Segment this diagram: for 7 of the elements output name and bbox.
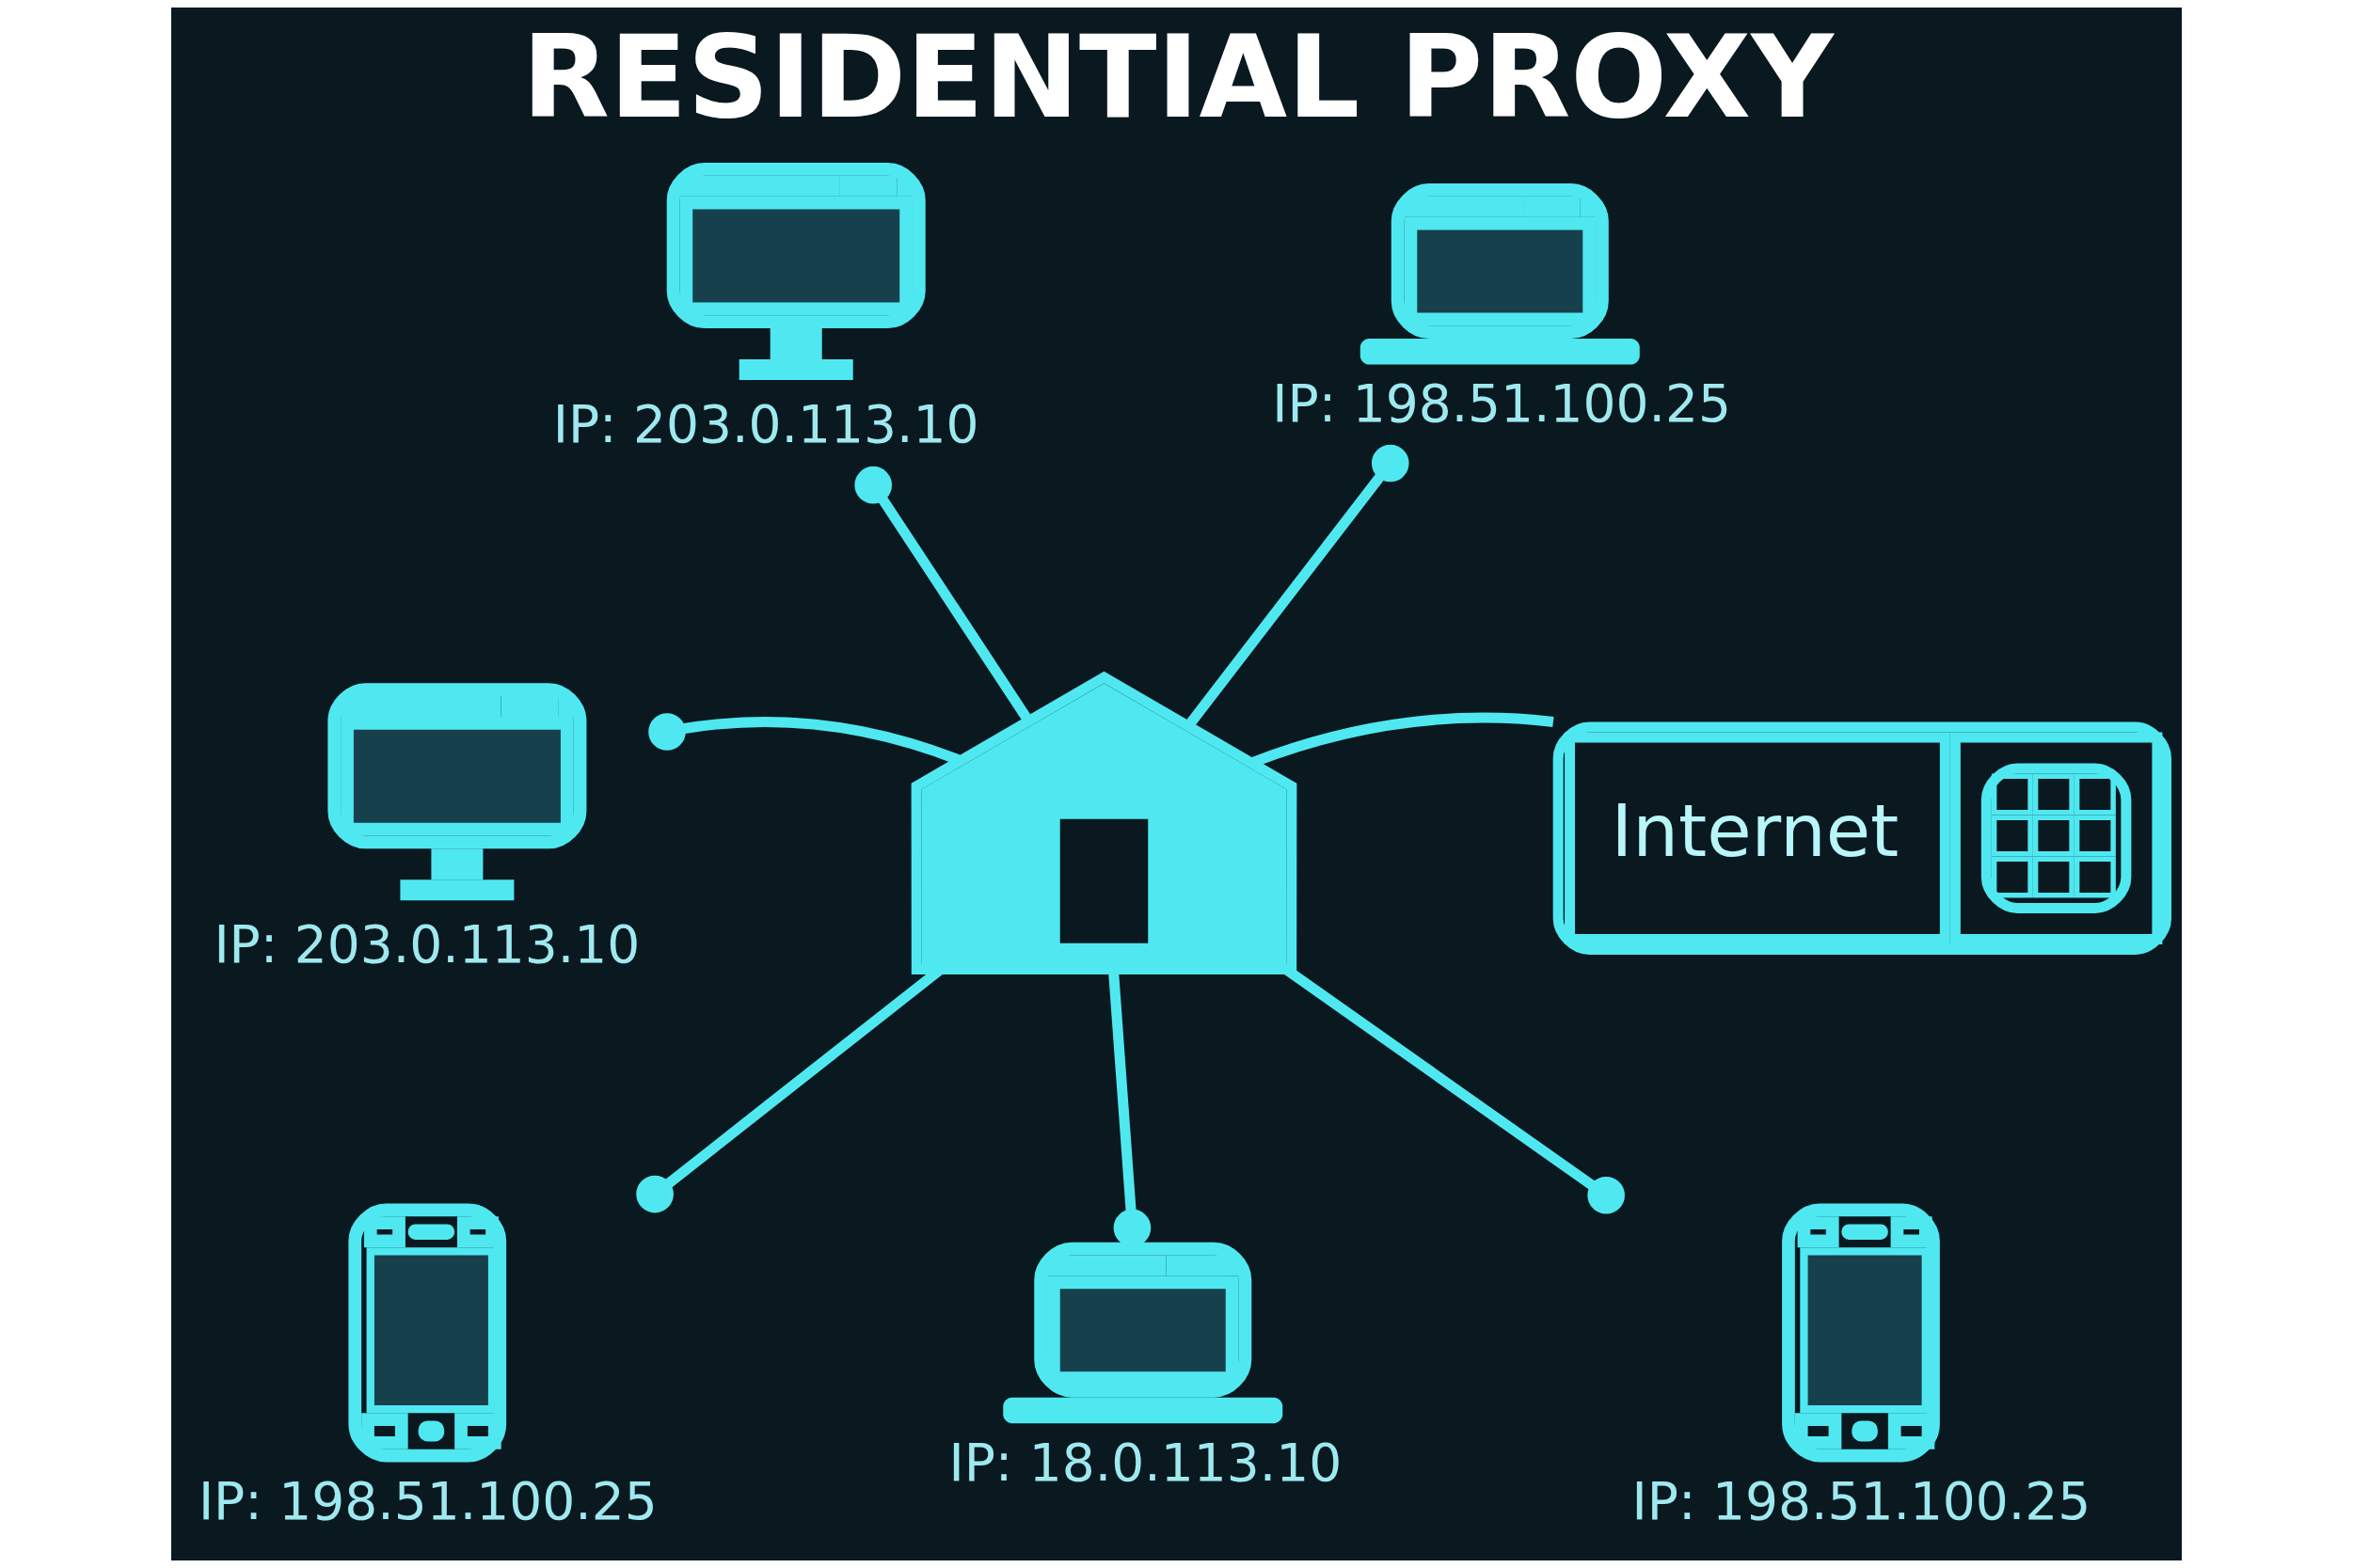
node-label: IP: 198.51.100.25	[1272, 373, 1732, 435]
node-label: IP: 198.51.100.25	[198, 1470, 658, 1531]
node-label: IP: 198.51.100.25	[1631, 1470, 2091, 1531]
diagram-title: RESIDENTIAL PROXY	[521, 11, 1834, 145]
node-label: IP: 203.0.113.10	[552, 394, 979, 455]
node-label: IP: 18.0.113.10	[948, 1432, 1343, 1493]
node-label: IP: 203.0.113.10	[214, 914, 641, 975]
